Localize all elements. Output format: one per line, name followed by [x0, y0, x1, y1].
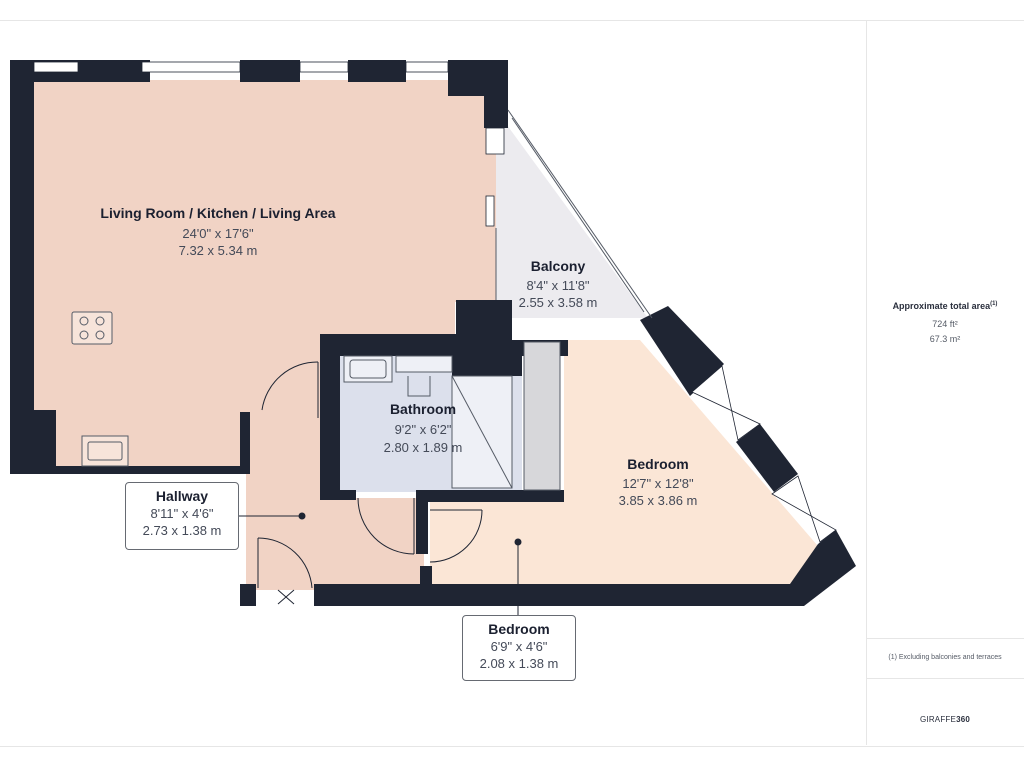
brand-logo: GIRAFFE360 — [866, 715, 1024, 724]
total-area-title-text: Approximate total area — [892, 301, 991, 311]
bedroom-small-metric: 2.08 x 1.38 m — [479, 656, 559, 671]
hallway-name: Hallway — [155, 488, 209, 504]
total-area-sqft: 724 ft² — [932, 319, 958, 329]
total-area-sqm: 67.3 m² — [929, 334, 961, 344]
living-room-imperial: 24'0" x 17'6" — [182, 226, 254, 241]
hallway-imperial: 8'11" x 4'6" — [150, 506, 214, 521]
brand-prefix: GIRAFFE — [919, 715, 957, 724]
hallway-metric: 2.73 x 1.38 m — [142, 523, 222, 538]
bedroom-main-name: Bedroom — [627, 456, 688, 472]
hallway-label: Hallway 8'11" x 4'6" 2.73 x 1.38 m — [125, 482, 239, 550]
balcony-metric: 2.55 x 3.58 m — [519, 295, 598, 310]
bedroom-floor — [430, 340, 830, 584]
bathroom-name: Bathroom — [390, 401, 456, 417]
total-area-footnote-mark: (1) — [990, 301, 998, 307]
total-area-title: Approximate total area(1) — [866, 301, 1024, 311]
bathroom-label: Bathroom 9'2" x 6'2" 2.80 x 1.89 m — [384, 401, 463, 455]
brand-suffix: 360 — [956, 715, 971, 724]
windows — [33, 61, 837, 543]
bedroom-main-label: Bedroom 12'7" x 12'8" 3.85 x 3.86 m — [619, 456, 698, 508]
bedroom-main-metric: 3.85 x 3.86 m — [619, 493, 698, 508]
bathroom-metric: 2.80 x 1.89 m — [384, 440, 463, 455]
living-room-floor — [28, 80, 496, 466]
living-room-name: Living Room / Kitchen / Living Area — [100, 205, 335, 221]
bathroom-fixtures — [343, 355, 513, 489]
bathroom-imperial: 9'2" x 6'2" — [395, 422, 452, 437]
living-room-metric: 7.32 x 5.34 m — [179, 243, 258, 258]
doors — [257, 361, 483, 605]
bedroom-main-imperial: 12'7" x 12'8" — [622, 476, 694, 491]
bedroom-small-imperial: 6'9" x 4'6" — [490, 639, 548, 654]
wardrobe — [523, 341, 561, 491]
floorplan-sheet — [0, 20, 1024, 747]
balcony-railing — [495, 109, 653, 319]
balcony-name: Balcony — [531, 258, 586, 274]
floor-plan: Living Room / Kitchen / Living Area 24'0… — [10, 60, 856, 616]
balcony-imperial: 8'4" x 11'8" — [526, 278, 589, 293]
sidebar-divider-1 — [867, 638, 1024, 639]
area-footnote: (1) Excluding balconies and terraces — [888, 654, 1002, 661]
bedroom-small-name: Bedroom — [488, 621, 550, 637]
hallway-floor — [246, 414, 424, 590]
hob-icon — [71, 311, 113, 345]
measurement-markers — [236, 512, 522, 616]
balcony-floor — [496, 110, 648, 318]
bedroom-small-label: Bedroom 6'9" x 4'6" 2.08 x 1.38 m — [462, 615, 576, 681]
sidebar-divider-2 — [867, 678, 1024, 679]
balcony-label: Balcony 8'4" x 11'8" 2.55 x 3.58 m — [519, 258, 598, 310]
living-room-label: Living Room / Kitchen / Living Area 24'0… — [100, 205, 335, 258]
info-sidebar — [866, 20, 1024, 745]
sink-icon — [81, 435, 129, 467]
